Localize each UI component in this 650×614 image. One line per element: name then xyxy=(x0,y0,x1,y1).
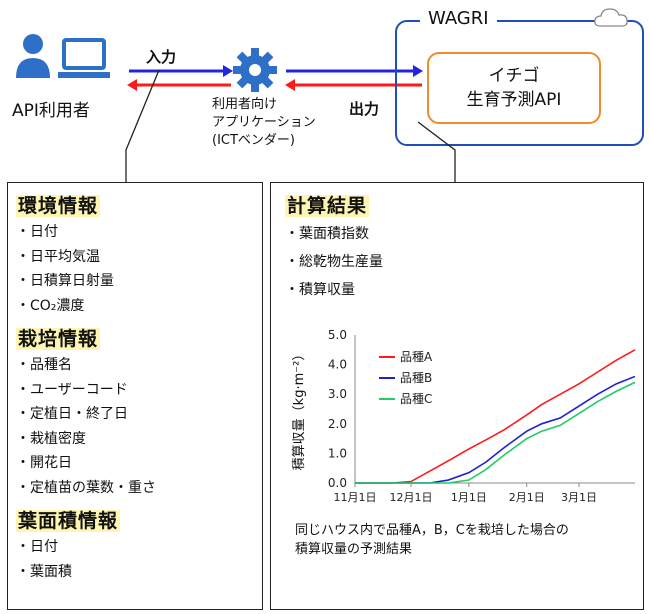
result-panel: 計算結果 葉面積指数 総乾物生産量 積算収量 0.0 1.0 2.0 3.0 4.0 5.… xyxy=(270,182,644,610)
cultivation-list: 品種名 ユーザーコード 定植日・終了日 栽植密度 開花日 定植苗の葉数・重さ xyxy=(16,353,156,500)
environment-list: 日付 日平均気温 日積算日射量 CO₂濃度 xyxy=(16,220,156,318)
y-tick-label: 4.0 xyxy=(328,358,347,372)
series-line-品種C xyxy=(355,381,636,484)
list-item: 日積算日射量 xyxy=(16,269,156,294)
chart-caption: 同じハウス内で品種A，B，Cを栽培した場合の 積算収量の予測結果 xyxy=(295,523,569,557)
section-title-cultivation: 栽培情報 xyxy=(16,328,101,350)
x-tick-label: 12月1日 xyxy=(390,491,433,504)
list-item: CO₂濃度 xyxy=(16,294,156,319)
y-tick-label: 2.0 xyxy=(328,417,347,431)
y-tick-label: 3.0 xyxy=(328,387,347,401)
section-title-leaf-area: 葉面積情報 xyxy=(16,510,121,532)
y-tick-label: 5.0 xyxy=(328,328,347,342)
cloud-icon xyxy=(594,8,628,27)
list-item: 積算収量 xyxy=(285,278,383,306)
vendor-label: 利用者向け アプリケーション (ICTベンダー) xyxy=(212,97,316,148)
y-axis-label: 積算収量（kg·m⁻²） xyxy=(292,348,307,471)
output-arrows xyxy=(285,65,423,91)
legend-label: 品種A xyxy=(400,350,433,364)
wagri-container xyxy=(395,20,644,146)
list-item: ユーザーコード xyxy=(16,378,156,403)
x-tick-label: 2月1日 xyxy=(509,491,545,504)
x-tick-label: 3月1日 xyxy=(561,491,597,504)
x-tick-label: 11月1日 xyxy=(334,491,377,504)
input-arrows xyxy=(127,65,233,91)
callout-lines xyxy=(125,69,456,182)
api-user-label: API利用者 xyxy=(12,101,90,121)
output-label: 出力 xyxy=(349,100,380,118)
x-tick-label: 1月1日 xyxy=(451,491,487,504)
list-item: 日付 xyxy=(16,535,156,560)
list-item: 総乾物生産量 xyxy=(285,250,383,278)
list-item: 葉面積指数 xyxy=(285,222,383,250)
list-item: 葉面積 xyxy=(16,560,156,585)
section-title-result: 計算結果 xyxy=(285,195,370,217)
yield-chart: 0.0 1.0 2.0 3.0 4.0 5.0 11月1日 12月1日 1月1日 2月1日 3月1… xyxy=(292,328,636,504)
list-item: 定植苗の葉数・重さ xyxy=(16,476,156,501)
gear-icon xyxy=(233,48,277,92)
legend-label: 品種B xyxy=(400,371,432,385)
api-user-icon xyxy=(16,34,110,78)
series-line-品種B xyxy=(355,375,636,484)
legend-label: 品種C xyxy=(400,392,432,406)
result-list: 葉面積指数 総乾物生産量 積算収量 xyxy=(285,222,383,306)
list-item: 日付 xyxy=(16,220,156,245)
section-title-environment: 環境情報 xyxy=(16,195,101,217)
wagri-label: WAGRI xyxy=(420,8,497,29)
leaf-area-list: 日付 葉面積 xyxy=(16,535,156,584)
list-item: 開花日 xyxy=(16,451,156,476)
input-info-panel: 環境情報 日付 日平均気温 日積算日射量 CO₂濃度 栽培情報 品種名 ユーザー… xyxy=(7,182,263,610)
input-label: 入力 xyxy=(146,48,177,66)
y-tick-label: 0.0 xyxy=(328,476,347,490)
list-item: 栽植密度 xyxy=(16,427,156,452)
y-tick-label: 1.0 xyxy=(328,446,347,460)
list-item: 日平均気温 xyxy=(16,245,156,270)
strawberry-api-box: イチゴ 生育予測API xyxy=(427,52,601,124)
list-item: 定植日・終了日 xyxy=(16,402,156,427)
list-item: 品種名 xyxy=(16,353,156,378)
